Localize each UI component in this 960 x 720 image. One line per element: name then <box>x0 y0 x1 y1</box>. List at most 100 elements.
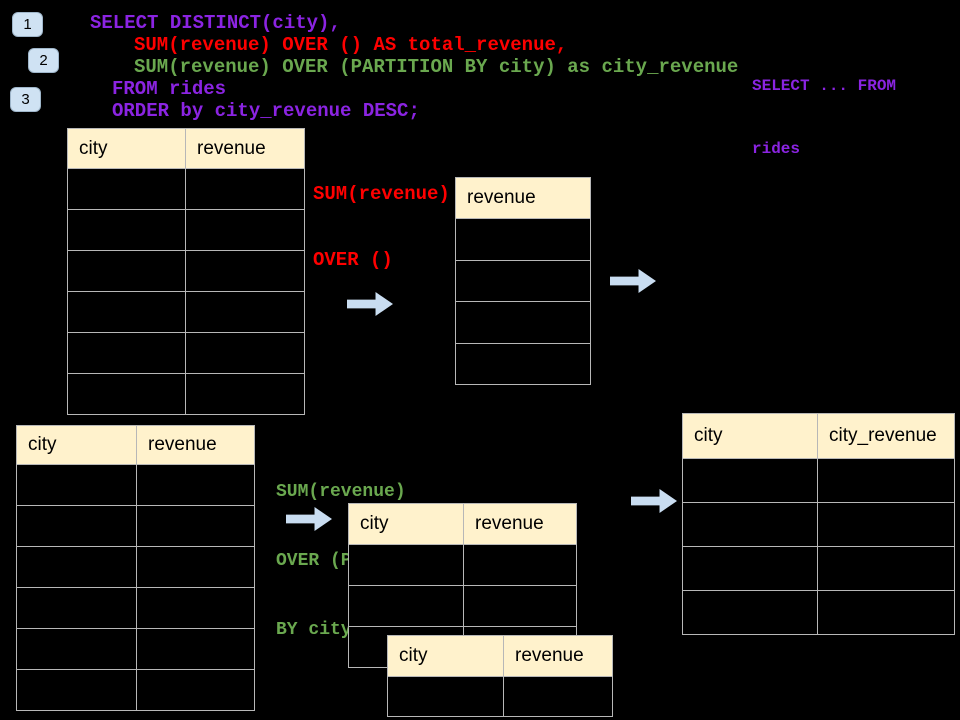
table-cell-empty <box>683 503 818 546</box>
table-cell-empty <box>186 333 304 373</box>
table-cell-empty <box>186 210 304 250</box>
table-row <box>17 587 254 628</box>
table-cell-empty <box>349 545 464 585</box>
table-row <box>17 628 254 669</box>
table-row <box>349 544 576 585</box>
side-note-select-from-rides: SELECT ... FROM rides <box>752 34 896 202</box>
table-cell-empty <box>186 169 304 209</box>
partition-note-line: SUM(revenue) <box>276 482 406 502</box>
step-badge-3: 3 <box>10 87 41 112</box>
table-header-row: city revenue <box>349 504 576 544</box>
table-row <box>68 373 304 414</box>
table-row <box>456 301 590 343</box>
table-cell-empty <box>137 670 254 710</box>
table-row <box>17 464 254 505</box>
sql-line-partition: SUM(revenue) OVER (PARTITION BY city) as… <box>134 56 739 78</box>
table-row <box>68 250 304 291</box>
table-cell-empty <box>68 374 186 414</box>
sql-line-select: SELECT DISTINCT(city), <box>90 12 341 34</box>
table-cell-empty <box>186 251 304 291</box>
table-cell-empty <box>456 302 590 343</box>
table-row <box>388 676 612 716</box>
table-cell-empty <box>68 292 186 332</box>
table-cell-empty <box>818 547 954 590</box>
total-revenue-note-line: SUM(revenue) <box>313 183 450 205</box>
total-revenue-note-line: OVER () <box>313 249 393 271</box>
column-header-revenue: revenue <box>148 434 217 455</box>
table-row <box>68 332 304 373</box>
column-header-city_revenue: city_revenue <box>829 425 937 446</box>
sql-line-from: FROM rides <box>112 78 227 100</box>
table-row <box>683 590 954 634</box>
table-row <box>17 546 254 587</box>
table-row <box>683 458 954 502</box>
table-cell-empty <box>456 219 590 260</box>
table-cell-empty <box>683 591 818 634</box>
column-header-revenue: revenue <box>475 513 544 534</box>
table-cell-empty <box>17 465 137 505</box>
table-cell-empty <box>137 547 254 587</box>
table-cell-empty <box>464 545 576 585</box>
table-cell-empty <box>818 503 954 546</box>
table-row <box>456 218 590 260</box>
flow-arrow-icon <box>631 489 677 513</box>
table-row <box>683 546 954 590</box>
table-cell-empty <box>17 547 137 587</box>
table-city-revenue-result: city city_revenue <box>682 413 955 635</box>
column-header-city: city <box>68 129 186 168</box>
table-row <box>68 209 304 250</box>
column-header-revenue: revenue <box>467 187 536 208</box>
table-cell-empty <box>388 677 504 716</box>
table-header-row: revenue <box>456 178 590 218</box>
column-header-city: city <box>349 504 464 544</box>
column-header-city: city <box>683 414 818 458</box>
table-cell-empty <box>17 670 137 710</box>
flow-arrow-icon <box>610 269 656 293</box>
column-header-city: city <box>17 426 137 464</box>
sql-line-total: SUM(revenue) OVER () AS total_revenue, <box>134 34 568 56</box>
step-badge-1: 1 <box>12 12 43 37</box>
table-cell-empty <box>504 677 612 716</box>
sql-line-order: ORDER by city_revenue DESC; <box>112 100 420 122</box>
table-cell-empty <box>17 588 137 628</box>
total-revenue-note: SUM(revenue) OVER () <box>313 139 450 315</box>
table-row <box>349 585 576 626</box>
table-header-row: city city_revenue <box>683 414 954 458</box>
table-cell-empty <box>137 588 254 628</box>
table-source-bottom: city revenue <box>16 425 255 711</box>
table-row <box>17 669 254 710</box>
table-cell-empty <box>137 506 254 546</box>
table-cell-empty <box>68 251 186 291</box>
table-cell-empty <box>818 459 954 502</box>
table-cell-empty <box>186 374 304 414</box>
table-header-row: city revenue <box>17 426 254 464</box>
table-cell-empty <box>464 586 576 626</box>
table-cell-empty <box>17 629 137 669</box>
table-cell-empty <box>683 547 818 590</box>
table-cell-empty <box>456 261 590 302</box>
table-cell-empty <box>456 344 590 385</box>
table-cell-empty <box>818 591 954 634</box>
table-cell-empty <box>68 169 186 209</box>
table-cell-empty <box>137 629 254 669</box>
table-row <box>456 259 590 302</box>
table-row <box>17 505 254 546</box>
table-total-revenue-result: revenue <box>455 177 591 385</box>
table-row <box>456 342 590 385</box>
table-cell-empty <box>68 333 186 373</box>
table-cell-empty <box>186 292 304 332</box>
table-cell-empty <box>17 506 137 546</box>
table-cell-empty <box>349 586 464 626</box>
table-row <box>68 291 304 332</box>
side-note-line: SELECT ... FROM <box>752 77 897 95</box>
table-cell-empty <box>137 465 254 505</box>
table-cell-empty <box>683 459 818 502</box>
table-cell-empty <box>68 210 186 250</box>
column-header-city: city <box>388 636 504 676</box>
step-badge-2: 2 <box>28 48 59 73</box>
